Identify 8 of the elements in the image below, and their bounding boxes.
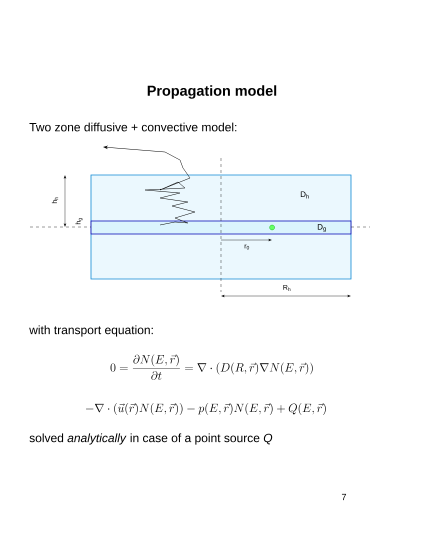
page-number: 7 (342, 494, 346, 500)
text-line: solved analytically in case of a point source Q (30, 433, 272, 445)
subtitle: Two zone diffusive + convective model: (29, 122, 236, 132)
title: Propagation model (148, 85, 276, 99)
equation: $-\nabla\cdot(\vec{u}(\vec{r})N(E,\vec{r}))-p(E,\vec{r})N(E,\vec{r})+Q(E,\vec{r})$ (86, 403, 326, 416)
disk-band: D$_{g}$ (90, 220, 352, 234)
text-line: with transport equation: (29, 325, 153, 337)
equation: $0=\frac{\partial N(E,\vec{r})}{\partial t}=\nabla\cdot(D(R,\vec{r})\nabla N(E,\vec{r}))$ (110, 354, 313, 380)
